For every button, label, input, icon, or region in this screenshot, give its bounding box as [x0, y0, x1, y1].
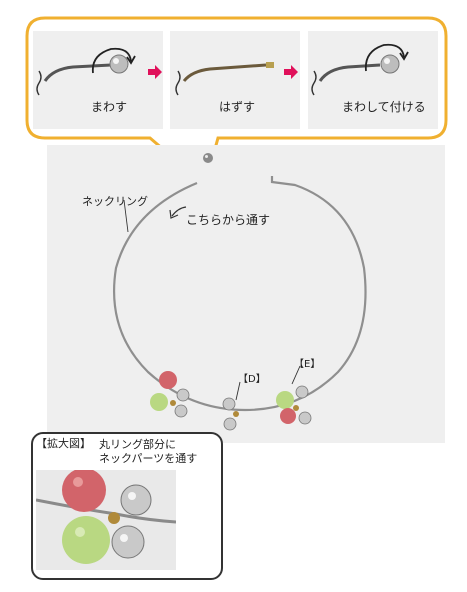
step-2-label: はずす [219, 100, 256, 114]
rotate-arrow-icon [364, 43, 405, 72]
rotate-arrow-icon [91, 47, 132, 74]
bead-cluster-d [222, 397, 239, 431]
step-2-panel [170, 31, 300, 129]
zoom-beads-illustration [36, 470, 176, 564]
step-3-illustration [311, 43, 409, 96]
zoom-title: 【拡大図】 [36, 437, 91, 450]
part-d-label: 【D】 [238, 374, 266, 385]
step-3-label: まわして付ける [342, 100, 426, 114]
necklace-label: ネックリング [82, 195, 148, 208]
thread-direction-label: こちらから通す [186, 213, 271, 227]
zoom-caption-line2: ネックパーツを通す [99, 452, 198, 465]
step-1-illustration [36, 47, 136, 96]
step-2-illustration [175, 62, 274, 96]
zoom-caption-line1: 丸リング部分に [99, 438, 176, 451]
part-e-label: 【E】 [294, 359, 321, 370]
bead-cluster-left [150, 371, 190, 418]
bead-cluster-e [276, 385, 312, 425]
zoom-photo [36, 470, 176, 570]
next-step-arrow-icon [148, 65, 162, 79]
step-3-panel [308, 31, 438, 129]
next-step-arrow-icon-2 [284, 65, 298, 79]
step-1-label: まわす [91, 100, 128, 114]
step-1-panel [33, 31, 163, 129]
